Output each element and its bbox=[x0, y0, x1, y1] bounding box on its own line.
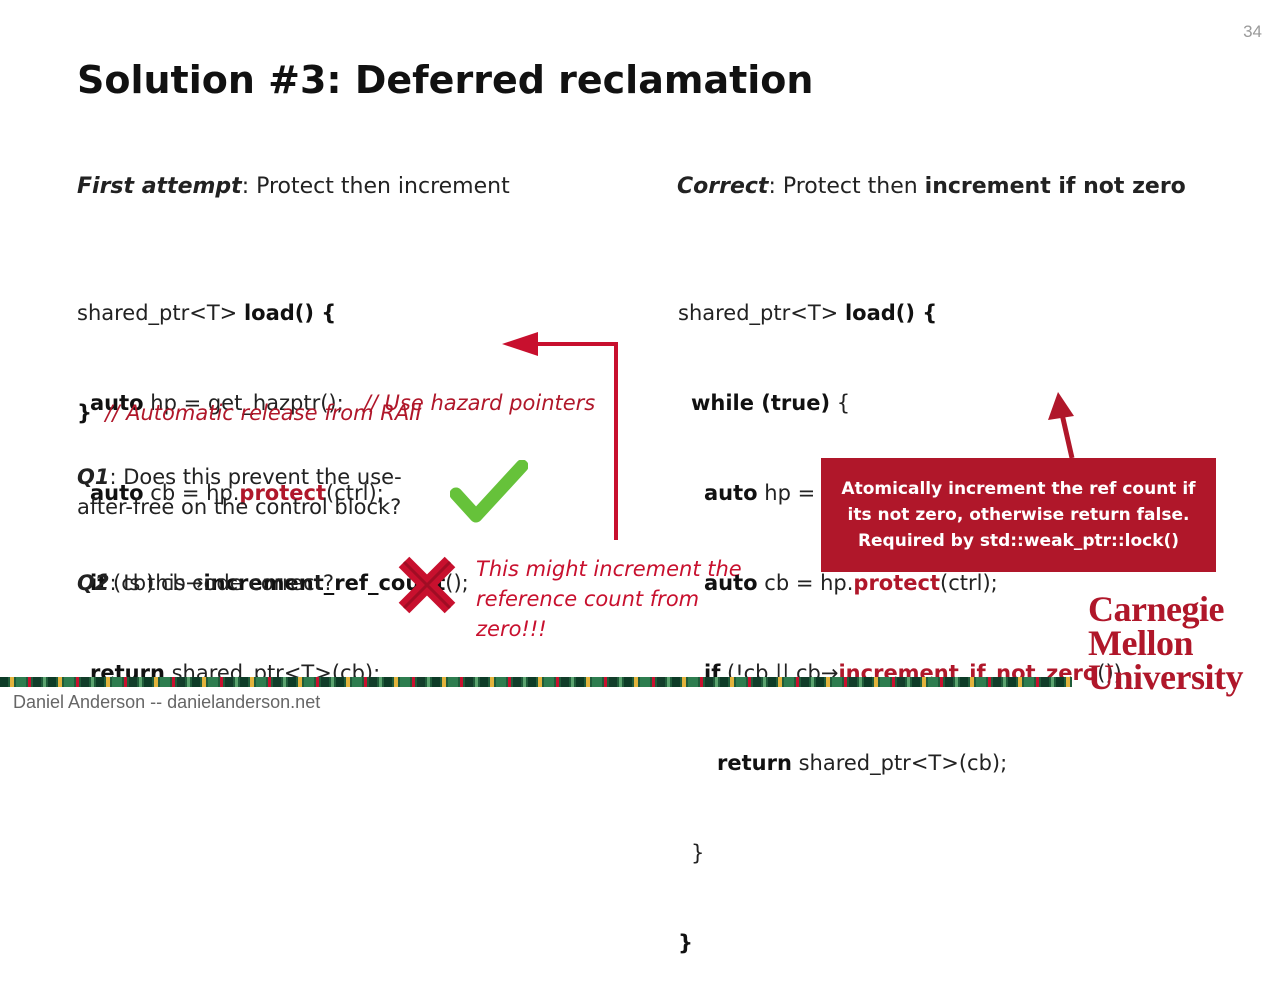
left-heading-text: : Protect then increment bbox=[241, 174, 510, 199]
code-comment: // Automatic release from RAII bbox=[91, 401, 422, 425]
code-keyword: auto bbox=[90, 391, 144, 415]
university-logo: Carnegie Mellon University bbox=[1088, 589, 1243, 697]
code-text: cb = hp. bbox=[757, 571, 854, 595]
right-heading: Correct: Protect then increment if not z… bbox=[677, 174, 1186, 199]
code-line: while (true) { bbox=[678, 388, 1122, 418]
code-line: return shared_ptr<T>(cb); bbox=[678, 748, 1122, 778]
logo-line: University bbox=[1088, 657, 1243, 697]
code-line: auto cb = hp.protect(ctrl); bbox=[77, 478, 595, 508]
code-function: protect bbox=[853, 571, 940, 595]
code-line: } bbox=[678, 838, 1122, 868]
code-keyword: if bbox=[90, 571, 107, 595]
code-line: } bbox=[678, 928, 1122, 958]
code-line: auto hp = get_hazptr(); // Use hazard po… bbox=[77, 388, 595, 418]
arrow-icon bbox=[1048, 392, 1075, 459]
decorative-stripe bbox=[0, 677, 1072, 687]
code-line: if (cb) cb→increment_ref_count(); bbox=[77, 568, 595, 598]
code-comment: // Use hazard pointers bbox=[363, 391, 596, 415]
code-function: protect bbox=[239, 481, 326, 505]
left-code-end: } // Automatic release from RAII bbox=[77, 398, 422, 428]
right-heading-bold: increment if not zero bbox=[924, 174, 1186, 199]
code-keyword: while (true) bbox=[691, 391, 831, 415]
code-keyword: auto bbox=[704, 481, 758, 505]
code-keyword: } bbox=[77, 401, 92, 425]
right-code-block: shared_ptr<T> load() { while (true) { au… bbox=[678, 238, 1122, 988]
left-heading-emphasis: First attempt bbox=[77, 174, 242, 199]
question-2-label: Q2 bbox=[77, 571, 110, 595]
code-text: ()) bbox=[1097, 661, 1122, 685]
code-text: (cb) cb→ bbox=[106, 571, 204, 595]
checkmark-icon bbox=[450, 460, 528, 523]
footer-text: Daniel Anderson -- danielanderson.net bbox=[13, 692, 321, 712]
logo-line: Mellon bbox=[1088, 623, 1193, 663]
code-keyword: return bbox=[717, 751, 792, 775]
code-text: (ctrl); bbox=[940, 571, 998, 595]
page-number: 34 bbox=[1243, 22, 1262, 41]
question-2: Q2: Is this code correct? bbox=[77, 568, 334, 598]
code-line: shared_ptr<T> load() { bbox=[678, 298, 1122, 328]
cross-icon bbox=[398, 556, 456, 614]
right-heading-text: : Protect then bbox=[768, 174, 925, 199]
question-2-text: : Is this code correct? bbox=[109, 571, 335, 595]
code-text: shared_ptr<T>(cb); bbox=[791, 751, 1008, 775]
code-line: auto cb = hp.protect(ctrl); bbox=[678, 568, 1122, 598]
code-text: { bbox=[830, 391, 851, 415]
code-keyword: } bbox=[678, 931, 693, 955]
code-keyword: increment_ref_count bbox=[203, 571, 446, 595]
code-text: (ctrl); bbox=[326, 481, 384, 505]
question-1-text: : Does this prevent the use-after-free o… bbox=[77, 465, 402, 519]
arrow-icon bbox=[502, 332, 618, 540]
callout-box: Atomically increment the ref count if it… bbox=[821, 458, 1216, 572]
logo-line: Carnegie bbox=[1088, 589, 1224, 629]
left-heading: First attempt: Protect then increment bbox=[77, 174, 510, 199]
code-text: } bbox=[691, 841, 705, 865]
code-text: cb = hp. bbox=[143, 481, 240, 505]
code-keyword: load() { bbox=[243, 301, 337, 325]
question-1: Q1: Does this prevent the use-after-free… bbox=[77, 462, 417, 522]
code-text: shared_ptr<T> bbox=[77, 301, 244, 325]
question-1-label: Q1 bbox=[77, 465, 110, 489]
code-keyword: auto bbox=[704, 571, 758, 595]
warning-text: This might increment the reference count… bbox=[476, 557, 742, 641]
left-code-block: shared_ptr<T> load() { auto hp = get_haz… bbox=[77, 238, 595, 718]
code-text: (); bbox=[445, 571, 469, 595]
right-heading-emphasis: Correct bbox=[677, 174, 769, 199]
slide-title: Solution #3: Deferred reclamation bbox=[77, 58, 814, 102]
code-keyword: auto bbox=[90, 481, 144, 505]
code-text: shared_ptr<T> bbox=[678, 301, 845, 325]
code-line: shared_ptr<T> load() { bbox=[77, 298, 595, 328]
code-keyword: load() { bbox=[844, 301, 938, 325]
code-text: hp = get_hazptr(); bbox=[143, 391, 364, 415]
